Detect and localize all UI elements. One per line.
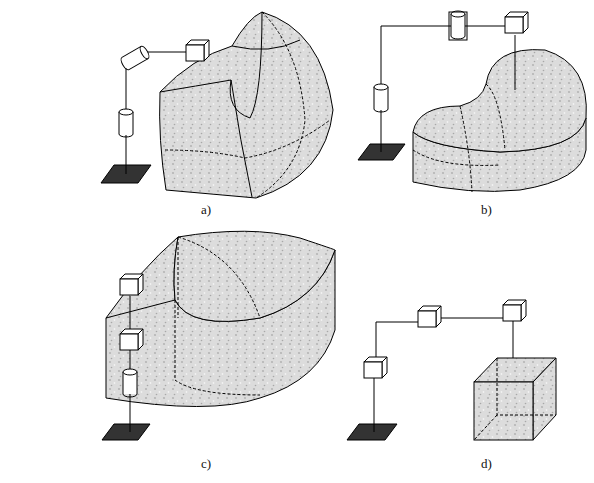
figure-d	[347, 300, 556, 440]
cartesian-workspace	[474, 358, 556, 440]
figure-label: d)	[481, 457, 492, 470]
figure-label: a)	[201, 203, 211, 216]
figure-label: b)	[481, 203, 492, 216]
figure-a	[101, 12, 333, 198]
figure-label: c)	[201, 457, 211, 470]
figure-b	[358, 11, 586, 192]
figure-c	[102, 231, 335, 440]
